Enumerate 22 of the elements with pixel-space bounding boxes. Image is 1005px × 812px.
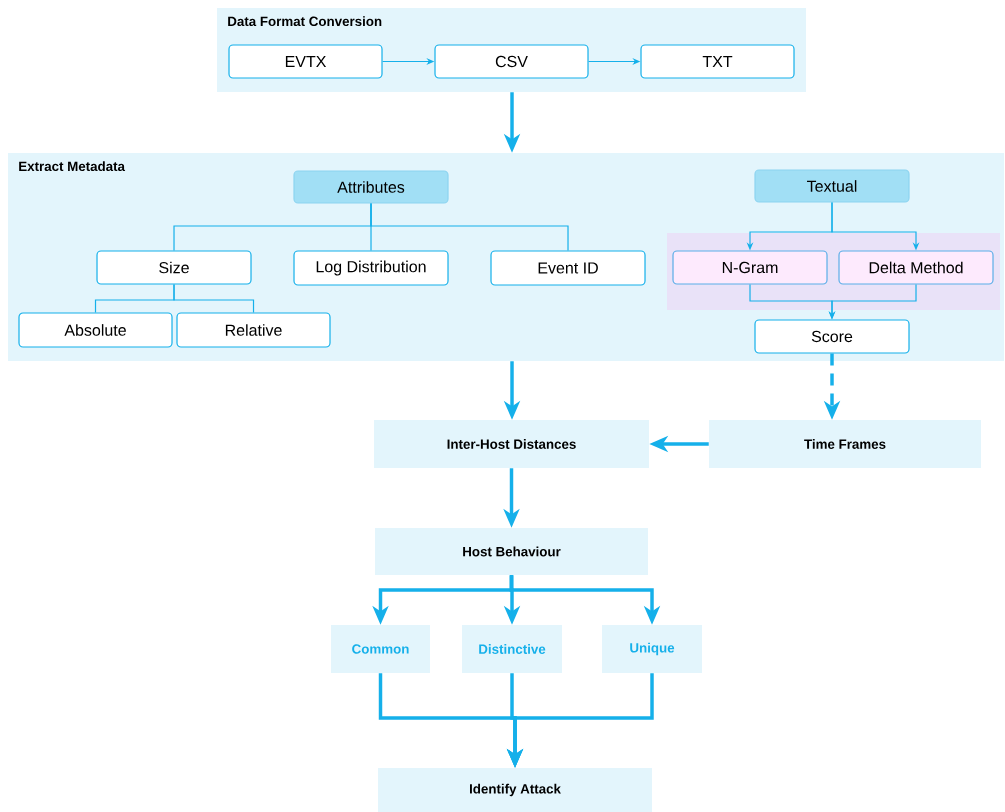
process-box: Size (96, 250, 252, 285)
process-box: Log Distribution (293, 250, 449, 286)
outcome-box: Common (331, 625, 430, 673)
method-box: Delta Method (838, 250, 994, 285)
process-box: Absolute (18, 312, 173, 348)
process-box: CSV (434, 44, 589, 79)
process-box: TXT (640, 44, 795, 79)
process-box: EVTX (228, 44, 383, 79)
process-box: Score (754, 319, 910, 354)
step-box: Host Behaviour (375, 528, 648, 575)
method-box: N-Gram (672, 250, 828, 285)
connector (370, 203, 569, 251)
step-box: Identify Attack (378, 768, 652, 812)
step-box: Time Frames (709, 420, 981, 468)
process-box: Event ID (490, 250, 646, 286)
category-box: Textual (754, 169, 910, 203)
category-box: Attributes (293, 170, 449, 204)
step-box: Inter-Host Distances (374, 420, 649, 468)
connector (173, 284, 255, 313)
outcome-box: Distinctive (462, 625, 562, 673)
outcome-box: Unique (602, 625, 702, 673)
process-box: Relative (176, 312, 331, 348)
